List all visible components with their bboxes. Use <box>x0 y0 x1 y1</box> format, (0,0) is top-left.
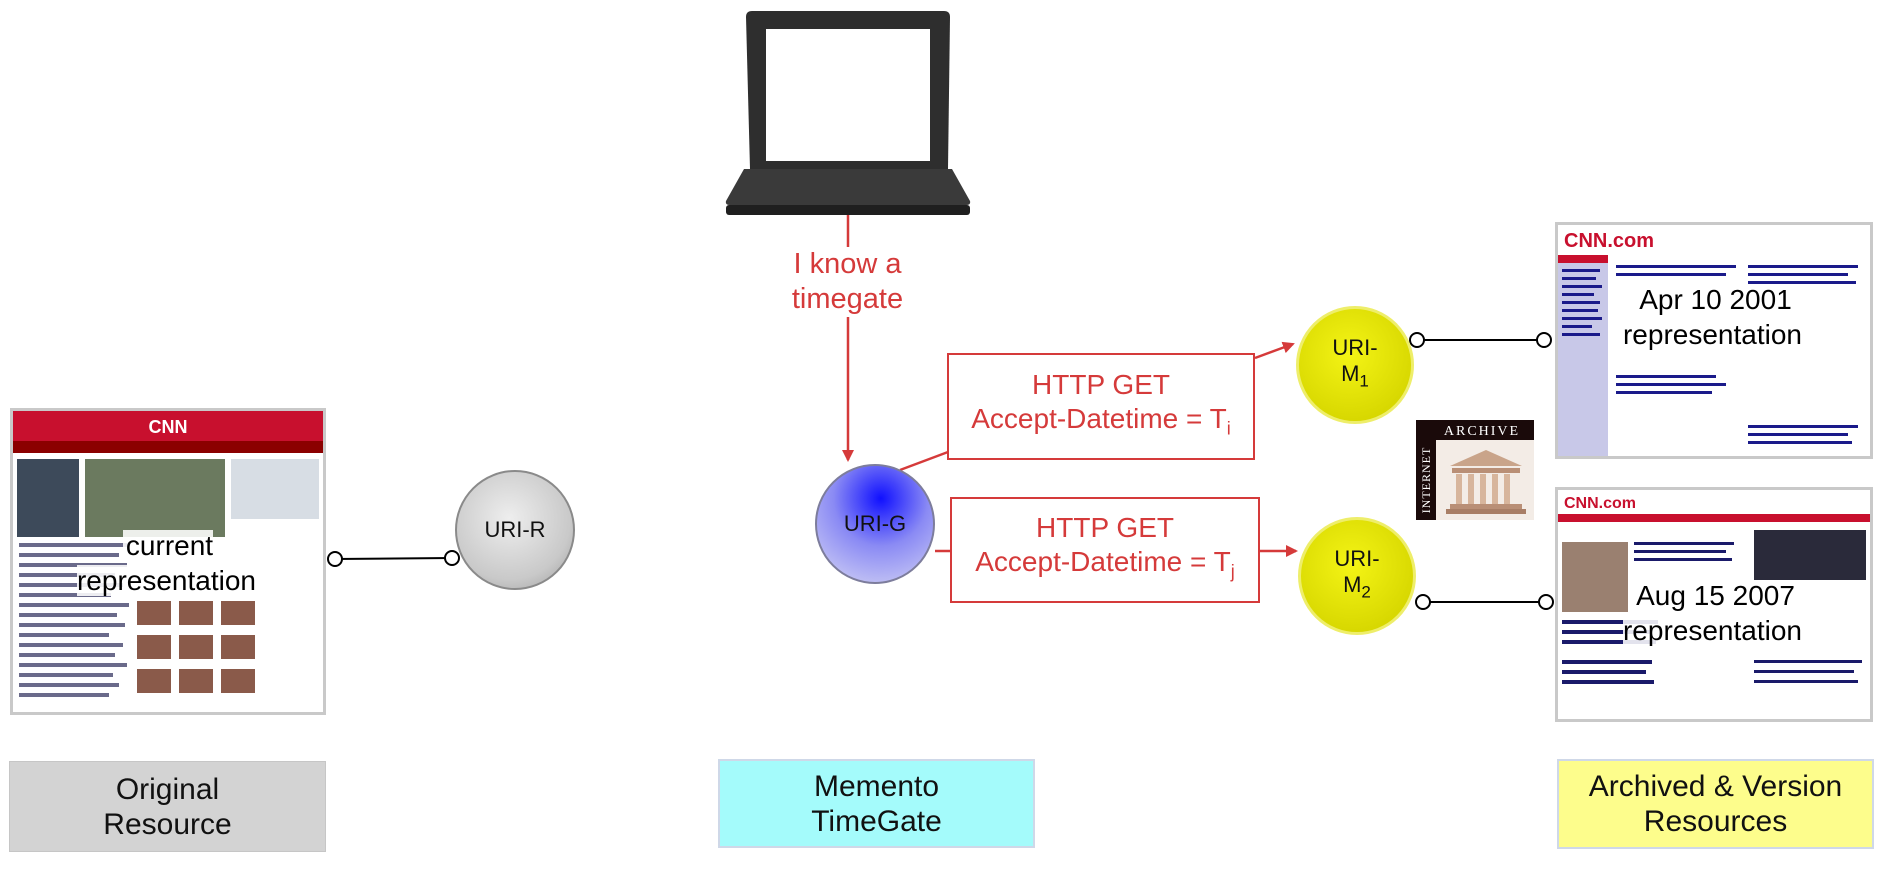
connector-dot <box>1536 332 1552 348</box>
cnn-2001-page-thumbnail: CNN.com <box>1558 230 1858 456</box>
connector-dot <box>1538 594 1554 610</box>
request1-to-m1-arrow <box>1254 341 1295 360</box>
current-representation-thumbnail[interactable]: CNN current representation <box>10 408 326 715</box>
apr-2001-caption: Apr 10 2001 representation <box>1558 282 1870 352</box>
uri-r-node[interactable]: URI-R <box>455 470 575 590</box>
internet-word: INTERNET <box>1419 447 1433 514</box>
archived-version-resources-section: Archived & Version Resources <box>1557 759 1874 849</box>
archive-word: ARCHIVE <box>1444 424 1520 439</box>
connector-dot <box>1415 594 1431 610</box>
original-resource-section: Original Resource <box>9 761 326 852</box>
uri-r-label: URI-R <box>484 517 546 542</box>
uri-m2-label: URI- M2 <box>1334 546 1379 605</box>
uri-m2-prefix: URI- <box>1334 546 1380 572</box>
timegate-to-request1-line <box>899 450 949 472</box>
cnn-page-thumbnail: CNN <box>13 411 323 697</box>
cnn-2001-logo-text: CNN.com <box>1564 230 1654 252</box>
request-1-header: Accept-Datetime = Ti <box>971 402 1231 439</box>
uri-m1-node[interactable]: URI- M1 <box>1296 306 1414 424</box>
aug-2007-representation-thumbnail[interactable]: CNN.com Aug 15 2007 representation <box>1555 487 1873 722</box>
uri-m2-node[interactable]: URI- M2 <box>1298 517 1416 635</box>
original-resource-label: Original Resource <box>103 772 232 841</box>
uri-m1-m: M <box>1341 361 1360 387</box>
internet-archive-icon: ARCHIVE INTERNET <box>1416 420 1534 520</box>
cnn-2007-logo-text: CNN.com <box>1564 495 1636 512</box>
archived-version-resources-label: Archived & Version Resources <box>1588 770 1843 838</box>
memento-timegate-label: Memento TimeGate <box>811 769 942 838</box>
uri-m1-label: URI- M1 <box>1332 335 1377 394</box>
apr-2001-representation-thumbnail[interactable]: CNN.com Apr 10 2001 representation <box>1555 222 1873 459</box>
request-2-subscript: j <box>1230 561 1235 582</box>
uri-m2-m: M <box>1343 572 1362 598</box>
uri-m1-subscript: 1 <box>1359 371 1369 391</box>
connector-dot <box>327 551 343 567</box>
request-1-method: HTTP GET <box>1032 368 1170 400</box>
memento-timegate-section: Memento TimeGate <box>718 759 1035 848</box>
current-representation-caption: current representation <box>13 528 323 598</box>
uri-m2-subscript: 2 <box>1361 582 1371 602</box>
connector-dot <box>1409 332 1425 348</box>
request-1-subscript: i <box>1226 418 1231 439</box>
client-claim-label: I know a timegate <box>770 247 925 317</box>
current-to-uri-r-line <box>334 557 453 560</box>
uri-g-label: URI-G <box>843 511 907 536</box>
http-get-request-1: HTTP GET Accept-Datetime = Ti <box>947 353 1255 460</box>
aug-2007-caption: Aug 15 2007 representation <box>1558 578 1870 648</box>
cnn-logo-text: CNN <box>149 417 188 437</box>
uri-g-node[interactable]: URI-G <box>815 464 935 584</box>
uri-m1-prefix: URI- <box>1332 335 1378 361</box>
request-2-method: HTTP GET <box>1036 512 1174 544</box>
laptop-icon <box>725 11 971 215</box>
connector-dot <box>444 550 460 566</box>
request-2-header: Accept-Datetime = Tj <box>975 546 1235 582</box>
cnn-2007-page-thumbnail: CNN.com <box>1558 495 1870 684</box>
http-get-request-2: HTTP GET Accept-Datetime = Tj <box>950 497 1260 603</box>
